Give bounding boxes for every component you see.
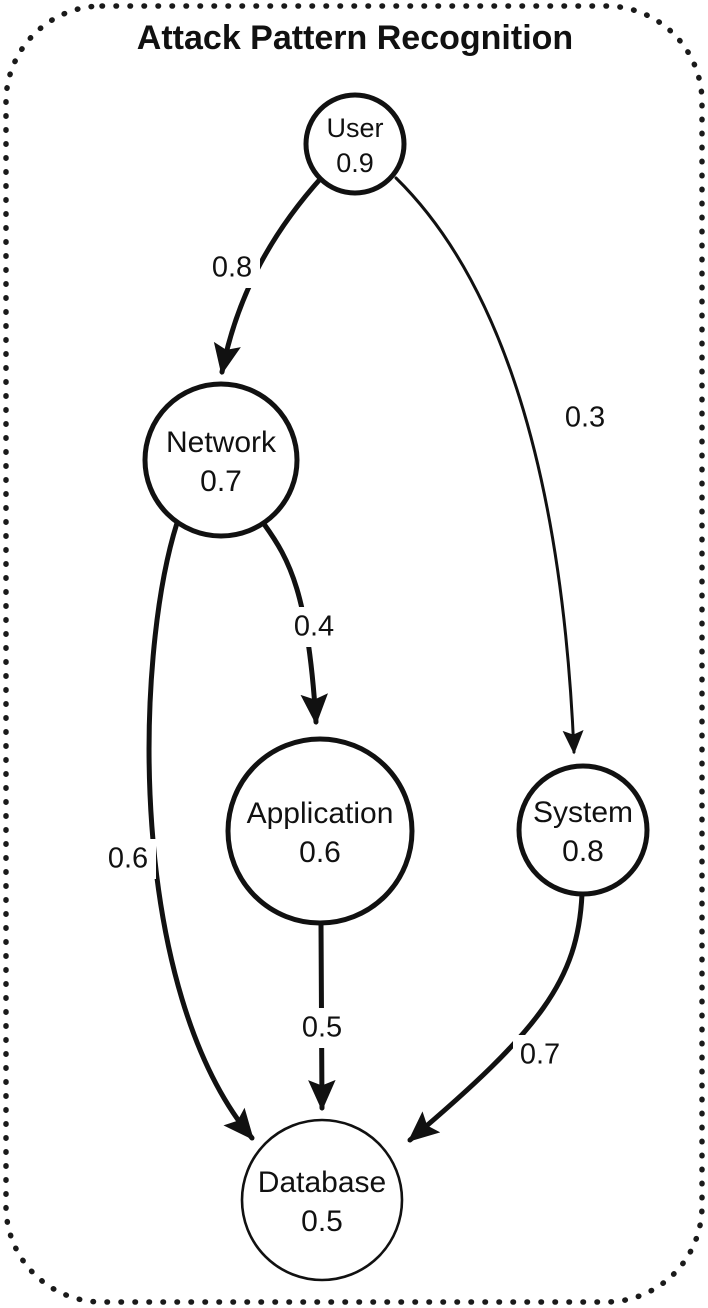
edge-label-bg-user-system [558, 398, 613, 438]
edge-network-database: 0.6 [101, 520, 255, 1141]
node-system[interactable]: System 0.8 [516, 763, 650, 897]
node-value-application: 0.6 [299, 836, 341, 869]
edge-label-system-database: 0.7 [520, 1039, 560, 1071]
node-shape-system[interactable] [516, 763, 650, 897]
edge-label-network-application: 0.4 [294, 611, 334, 643]
edge-network-application: 0.4 [261, 521, 342, 725]
edge-user-system: 0.3 [394, 176, 613, 755]
edge-label-user-system: 0.3 [565, 402, 605, 434]
edge-label-bg-system-database [513, 1035, 568, 1075]
node-label-application: Application [247, 797, 394, 830]
node-shape-application[interactable] [225, 736, 415, 926]
node-shape-network[interactable] [142, 381, 300, 539]
edge-path-system-database [407, 891, 585, 1143]
node-user[interactable]: User 0.9 [303, 92, 407, 196]
node-label-user: User [326, 113, 383, 143]
edge-label-bg-network-database [101, 839, 156, 879]
node-database[interactable]: Database 0.5 [240, 1118, 404, 1282]
edge-label-application-database: 0.5 [302, 1012, 342, 1044]
edge-path-user-network [213, 174, 325, 375]
node-label-database: Database [258, 1166, 386, 1199]
edge-label-network-database: 0.6 [108, 843, 148, 875]
node-label-network: Network [166, 426, 277, 459]
figure-dotted-border [3, 3, 705, 1305]
node-application[interactable]: Application 0.6 [225, 736, 415, 926]
edge-label-bg-user-network [205, 248, 260, 288]
node-value-system: 0.8 [562, 835, 604, 868]
edge-application-database: 0.5 [295, 920, 350, 1111]
edge-path-user-system [394, 176, 584, 755]
page-title: Attack Pattern Recognition [137, 19, 573, 57]
edge-system-database: 0.7 [407, 891, 585, 1143]
node-network[interactable]: Network 0.7 [142, 381, 300, 539]
node-shape-user[interactable] [303, 92, 407, 196]
edge-path-network-database [146, 520, 255, 1141]
node-value-network: 0.7 [200, 465, 242, 498]
edge-path-network-application [261, 521, 328, 725]
node-shape-database[interactable] [240, 1118, 404, 1282]
node-value-user: 0.9 [336, 148, 374, 178]
edge-user-network: 0.8 [205, 174, 325, 375]
node-label-system: System [533, 796, 633, 829]
edge-label-bg-network-application [287, 607, 342, 647]
edge-label-bg-application-database [295, 1008, 350, 1048]
node-value-database: 0.5 [301, 1205, 343, 1238]
edge-label-user-network: 0.8 [212, 252, 252, 284]
